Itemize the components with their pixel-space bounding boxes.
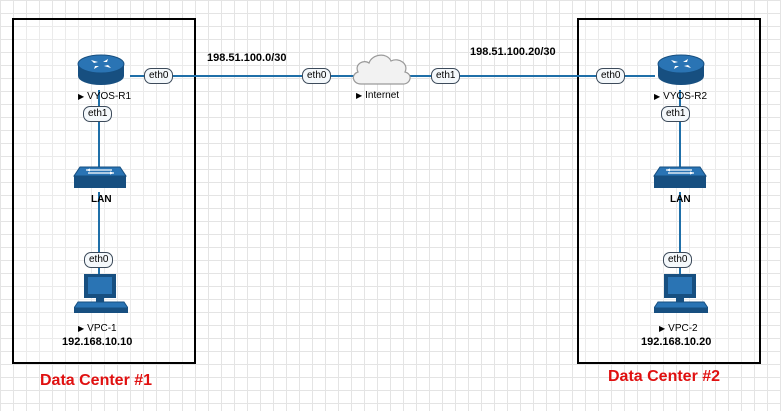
link-lan1-pc1 [98, 192, 100, 277]
port-r1-eth0[interactable]: eth0 [144, 68, 174, 84]
router-1-label[interactable]: ▶VYOS-R1 [78, 91, 132, 102]
port-pc1-eth0[interactable]: eth0 [84, 252, 114, 268]
pc-2-ip: 192.168.10.20 [641, 336, 712, 348]
internet-label[interactable]: ▶Internet [356, 90, 400, 101]
internet-cloud-node[interactable] [349, 50, 415, 88]
pc-1-node[interactable] [74, 272, 128, 316]
pc-2-node[interactable] [654, 272, 708, 316]
switch-1-label: LAN [91, 194, 112, 205]
network-label-right: 198.51.100.20/30 [470, 46, 556, 58]
expand-arrow-icon: ▶ [78, 324, 85, 333]
link-r2-wan [405, 75, 655, 77]
router-2-node[interactable] [656, 54, 706, 88]
computer-icon [654, 274, 708, 313]
port-r1-eth1[interactable]: eth1 [83, 106, 113, 122]
router-icon [657, 54, 705, 85]
data-center-2-title: Data Center #2 [608, 368, 721, 385]
pc-2-label[interactable]: ▶VPC-2 [659, 323, 698, 334]
port-cloud-eth1[interactable]: eth1 [431, 68, 461, 84]
link-r1-wan [130, 75, 360, 77]
switch-icon [73, 166, 127, 188]
cloud-icon [352, 54, 411, 85]
port-cloud-eth0[interactable]: eth0 [302, 68, 332, 84]
switch-2-label: LAN [670, 194, 691, 205]
link-r2-lan [679, 90, 681, 170]
expand-arrow-icon: ▶ [654, 92, 661, 101]
port-pc2-eth0[interactable]: eth0 [663, 252, 693, 268]
port-r2-eth0[interactable]: eth0 [596, 68, 626, 84]
router-1-node[interactable] [76, 54, 126, 88]
pc-1-label[interactable]: ▶VPC-1 [78, 323, 117, 334]
port-r2-eth1[interactable]: eth1 [661, 106, 691, 122]
link-lan2-pc2 [679, 192, 681, 277]
computer-icon [74, 274, 128, 313]
switch-icon [653, 166, 707, 188]
data-center-1-title: Data Center #1 [40, 372, 153, 389]
link-r1-lan [98, 90, 100, 170]
expand-arrow-icon: ▶ [356, 91, 363, 100]
switch-1-node[interactable] [72, 165, 128, 191]
network-label-left: 198.51.100.0/30 [207, 52, 287, 64]
router-icon [77, 54, 125, 85]
switch-2-node[interactable] [652, 165, 708, 191]
expand-arrow-icon: ▶ [659, 324, 666, 333]
pc-1-ip: 192.168.10.10 [62, 336, 133, 348]
router-2-label[interactable]: ▶VYOS-R2 [654, 91, 708, 102]
expand-arrow-icon: ▶ [78, 92, 85, 101]
